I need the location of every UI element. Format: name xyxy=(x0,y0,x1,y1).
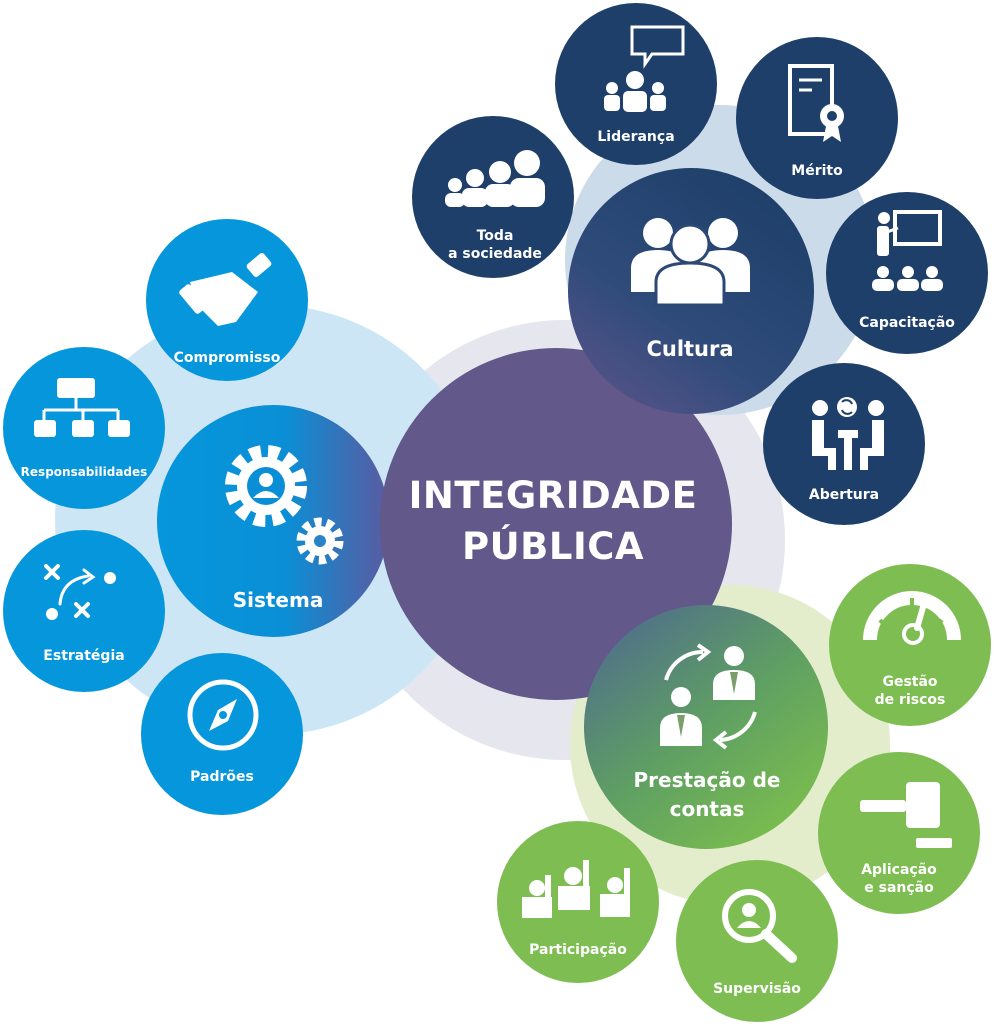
abertura-node[interactable]: Abertura xyxy=(763,363,925,525)
center-node[interactable]: INTEGRIDADE PÚBLICA xyxy=(380,348,732,700)
lideranca-label: Liderança xyxy=(597,129,674,145)
org-chart-icon xyxy=(34,378,130,437)
crowd-icon xyxy=(445,150,545,207)
supervisao-label: Supervisão xyxy=(713,981,801,997)
participacao-label: Participação xyxy=(529,942,627,958)
estrategia-label: Estratégia xyxy=(43,648,124,664)
prestacao-line1: Prestação de xyxy=(634,768,781,792)
center-title-line2: PÚBLICA xyxy=(462,524,644,568)
aplicacao-line2: e sanção xyxy=(864,880,934,896)
gauge-icon xyxy=(863,591,961,645)
gear-person-icon xyxy=(225,445,344,565)
padroes-node[interactable]: Padrões xyxy=(141,653,303,815)
compromisso-label: Compromisso xyxy=(174,350,281,366)
abertura-label: Abertura xyxy=(809,487,879,503)
gestao-line1: Gestão xyxy=(882,674,937,690)
capacitacao-node[interactable]: Capacitação xyxy=(826,192,988,354)
lideranca-node[interactable]: Liderança xyxy=(555,3,717,165)
toda-sociedade-line1: Toda xyxy=(477,228,514,244)
cultura-label: Cultura xyxy=(646,337,733,361)
compass-icon xyxy=(187,679,259,751)
estrategia-node[interactable]: Estratégia xyxy=(3,530,165,692)
gavel-icon xyxy=(860,782,952,848)
participacao-node[interactable]: Participação xyxy=(497,821,659,983)
accountability-icon xyxy=(660,643,757,750)
raised-hands-icon xyxy=(522,860,630,918)
merito-label: Mérito xyxy=(791,163,843,179)
gestao-line2: de riscos xyxy=(875,692,946,708)
team-icon xyxy=(631,218,750,307)
magnifier-person-icon xyxy=(722,889,797,963)
leader-speech-icon xyxy=(604,25,685,112)
responsabilidades-node[interactable]: Responsabilidades xyxy=(3,347,165,509)
handshake-icon xyxy=(179,253,272,326)
capacitacao-label: Capacitação xyxy=(859,315,955,331)
merito-node[interactable]: Mérito xyxy=(736,37,898,199)
supervisao-node[interactable]: Supervisão xyxy=(676,860,838,1022)
sistema-node[interactable]: Sistema xyxy=(157,405,389,637)
compromisso-node[interactable]: Compromisso xyxy=(146,219,308,381)
aplicacao-line1: Aplicação xyxy=(861,862,937,878)
certificate-icon xyxy=(788,64,844,142)
center-title-line1: INTEGRIDADE xyxy=(409,474,698,517)
sistema-label: Sistema xyxy=(233,588,324,612)
meeting-icon xyxy=(812,397,884,470)
toda-sociedade-line2: a sociedade xyxy=(448,246,542,262)
training-icon xyxy=(872,210,943,291)
toda-sociedade-node[interactable]: Toda a sociedade xyxy=(412,116,574,278)
aplicacao-sancao-node[interactable]: Aplicação e sanção xyxy=(818,752,980,914)
strategy-icon xyxy=(44,564,116,620)
gestao-riscos-node[interactable]: Gestão de riscos xyxy=(829,564,991,726)
responsabilidades-label: Responsabilidades xyxy=(21,465,148,479)
prestacao-line2: contas xyxy=(670,797,745,821)
prestacao-node[interactable]: Prestação de contas xyxy=(584,605,828,849)
cultura-node[interactable]: Cultura xyxy=(568,168,814,414)
padroes-label: Padrões xyxy=(190,769,254,785)
